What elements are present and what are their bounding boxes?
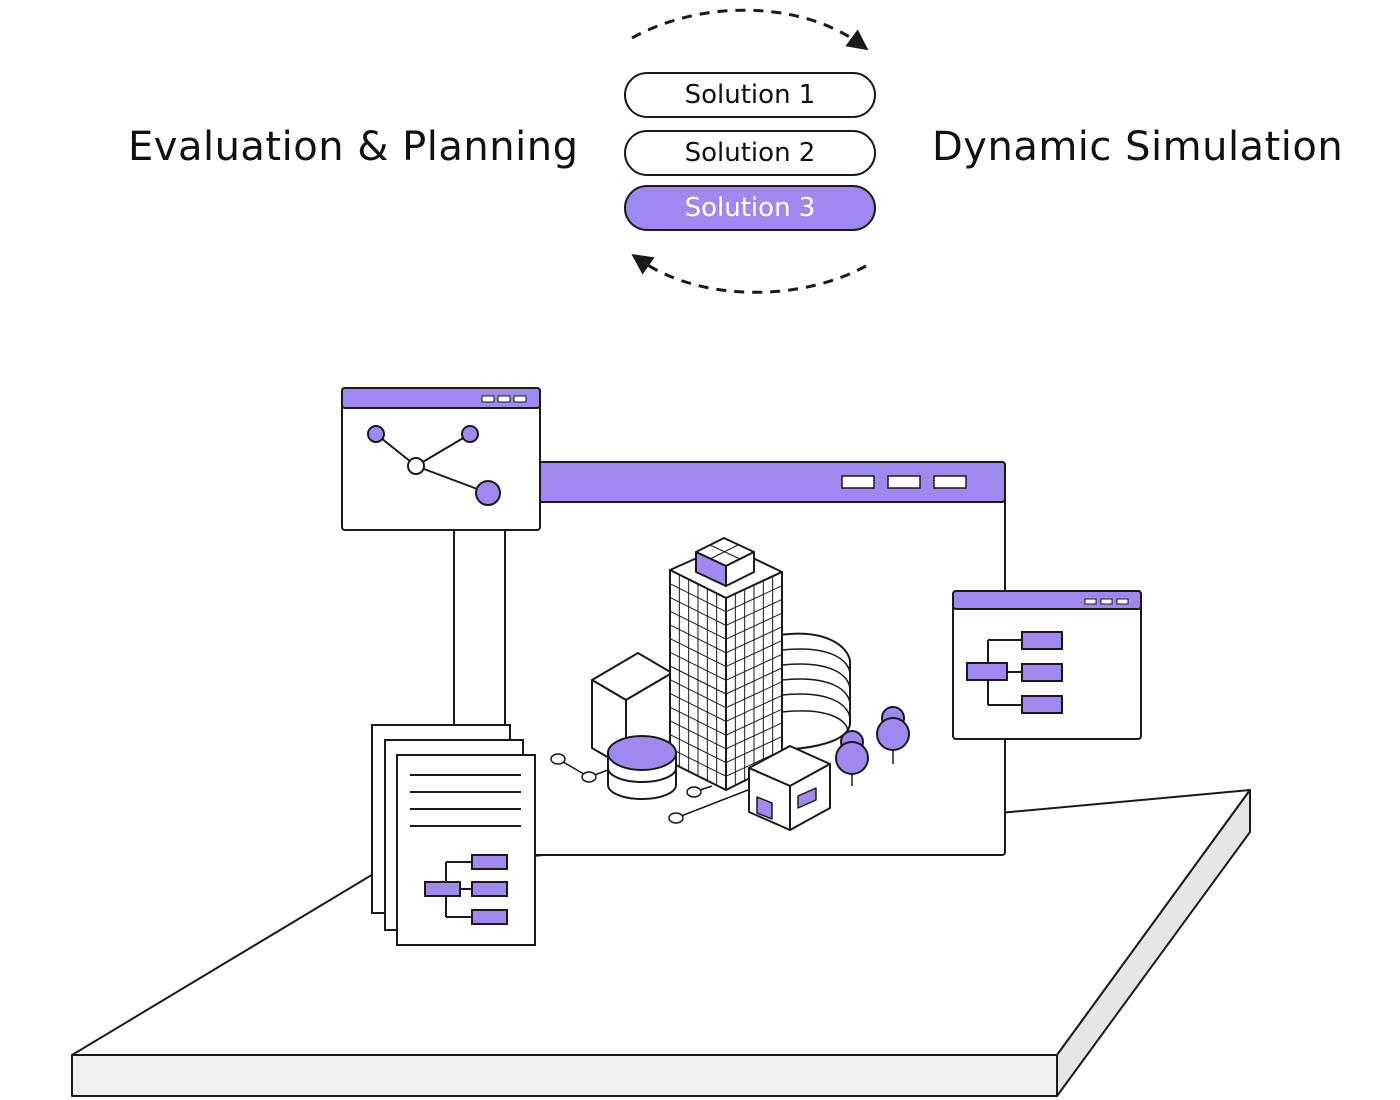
solution-1-pill[interactable]: Solution 1 [624, 72, 876, 118]
building-icon [669, 537, 783, 791]
solution-2-pill[interactable]: Solution 2 [624, 130, 876, 176]
org-chart-icon [966, 631, 1063, 714]
tree-icon [876, 706, 910, 764]
dynamic-simulation-heading: Dynamic Simulation [932, 124, 1344, 170]
evaluation-planning-heading: Evaluation & Planning [128, 124, 579, 170]
network-graph-icon [367, 425, 501, 506]
org-chart-window [952, 590, 1142, 740]
tree-icon [835, 730, 869, 786]
bottom-cycle-arrow [631, 253, 867, 294]
city-scene [550, 537, 910, 831]
cycle-arrow-icon [631, 8, 869, 294]
platform [71, 789, 1251, 1097]
solution-3-pill[interactable]: Solution 3 [624, 185, 876, 231]
top-cycle-arrow [631, 8, 869, 51]
network-graph-window [341, 387, 541, 531]
document-stack-icon [371, 724, 536, 946]
